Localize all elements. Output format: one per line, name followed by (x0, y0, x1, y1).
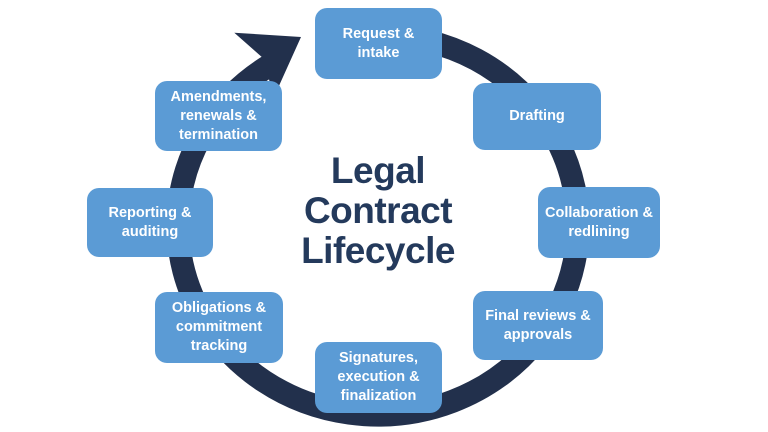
clockwise-arrow-icon (234, 32, 301, 99)
stage-collaboration-redlining: Collaboration & redlining (538, 187, 660, 258)
stage-reporting-auditing: Reporting & auditing (87, 188, 213, 257)
stage-signatures-execution-finalization: Signatures, execution & finalization (315, 342, 442, 413)
stage-drafting: Drafting (473, 83, 601, 150)
stage-amendments-renewals-termination: Amendments, renewals & termination (155, 81, 282, 151)
stage-label: Collaboration & redlining (545, 204, 653, 240)
stage-obligations-commitment-tracking: Obligations & commitment tracking (155, 292, 283, 363)
stage-label: Drafting (509, 108, 565, 124)
stage-label: Obligations & commitment tracking (171, 300, 267, 354)
diagram-title: Legal Contract Lifecycle (301, 150, 455, 271)
stage-label: Amendments, renewals & termination (170, 88, 267, 143)
stage-request-intake: Request & intake (315, 8, 442, 79)
stage-label: Request & intake (342, 25, 415, 61)
stage-label: Final reviews & approvals (485, 307, 591, 343)
stage-label: Reporting & auditing (108, 204, 192, 240)
stage-label: Signatures, execution & finalization (337, 350, 420, 404)
stage-final-reviews-approvals: Final reviews & approvals (473, 291, 603, 360)
